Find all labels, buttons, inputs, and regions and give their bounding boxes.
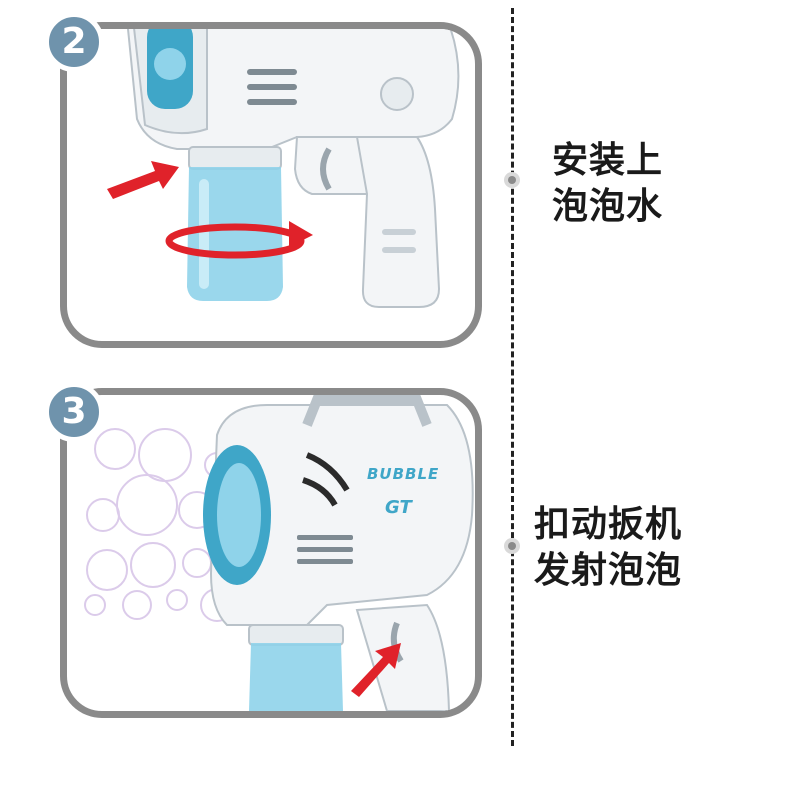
vent-slot bbox=[297, 547, 353, 552]
step-2-illustration bbox=[107, 29, 460, 308]
bubble-solution-bottle bbox=[249, 643, 343, 711]
bubble-gun-body bbox=[210, 404, 474, 626]
bubble-wand-center bbox=[154, 48, 186, 80]
gun-handle bbox=[355, 136, 441, 308]
press-trigger-arrow-icon bbox=[351, 643, 401, 697]
step-2-caption-line-1: 安装上 bbox=[552, 140, 664, 181]
vent-slot bbox=[247, 84, 297, 90]
bottle-cap bbox=[188, 146, 282, 170]
gun-handle bbox=[355, 603, 451, 711]
step-3-caption: 扣动扳机 发射泡泡 bbox=[534, 502, 682, 594]
bottle-cap bbox=[248, 624, 344, 646]
step-3-panel: BUBBLE GT bbox=[60, 388, 482, 718]
vent-slot bbox=[305, 452, 350, 492]
bubble-wand-center bbox=[217, 463, 261, 567]
step-3-caption-line-2: 发射泡泡 bbox=[534, 550, 683, 591]
gun-top-handle bbox=[302, 395, 432, 427]
gun-model-label: GT bbox=[385, 497, 412, 518]
step-3-badge: 3 bbox=[44, 382, 104, 442]
step-2-badge: 2 bbox=[44, 12, 104, 72]
step-2-caption: 安装上 泡泡水 bbox=[552, 138, 663, 230]
insert-arrow-icon bbox=[107, 161, 179, 199]
vent-slot bbox=[297, 535, 353, 540]
divider-dot-step-3 bbox=[504, 538, 520, 554]
handle-grip-line bbox=[382, 247, 416, 253]
step-3-illustration bbox=[84, 395, 474, 711]
vent-slot bbox=[247, 69, 297, 75]
vent-slot bbox=[247, 99, 297, 105]
handle-grip-line bbox=[382, 229, 416, 235]
vent-slot bbox=[302, 477, 338, 507]
dashed-divider bbox=[511, 8, 514, 746]
step-2-panel bbox=[60, 22, 482, 348]
trigger bbox=[390, 621, 404, 663]
bubble-solution-bottle bbox=[187, 167, 283, 301]
trigger-guard bbox=[293, 136, 368, 195]
side-knob bbox=[380, 77, 414, 111]
step-2-caption-line-2: 泡泡水 bbox=[552, 186, 664, 227]
rotate-arrowhead-icon bbox=[289, 221, 313, 247]
bottle-highlight bbox=[199, 179, 209, 289]
trigger bbox=[320, 147, 332, 191]
vent-slot bbox=[297, 559, 353, 564]
step-3-caption-line-1: 扣动扳机 bbox=[534, 504, 683, 545]
gun-brand-label: BUBBLE bbox=[367, 465, 440, 483]
divider-dot-step-2 bbox=[504, 172, 520, 188]
